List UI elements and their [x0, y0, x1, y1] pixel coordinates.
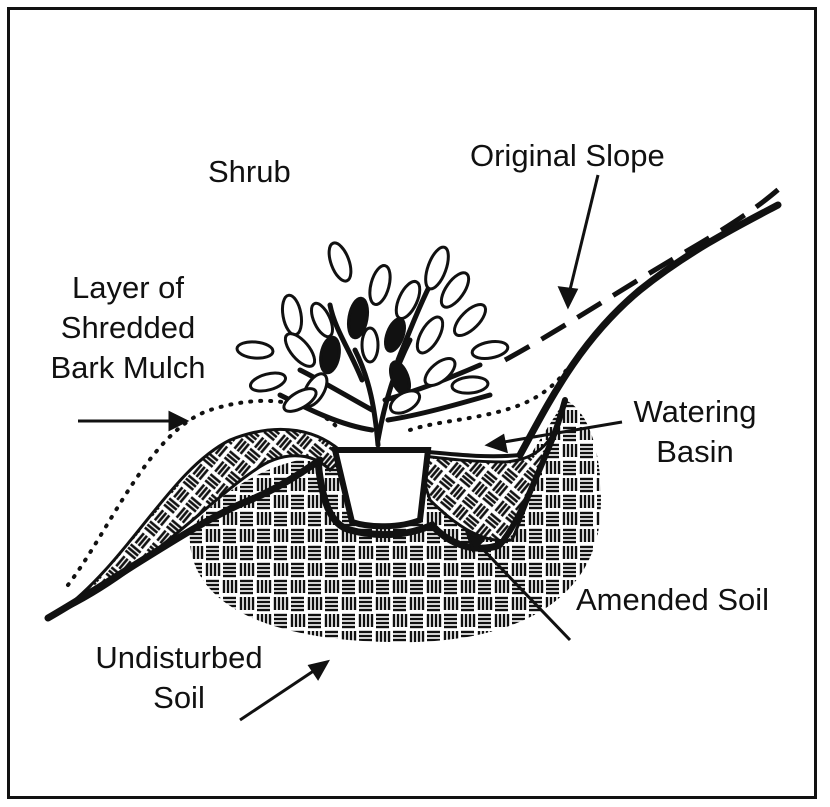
label-undisturbed-line1: Undisturbed — [70, 638, 288, 678]
label-watering-line2: Basin — [620, 432, 770, 472]
label-undisturbed-line2: Soil — [70, 678, 288, 718]
original-slope-arrow — [568, 175, 598, 298]
label-watering-line1: Watering — [620, 392, 770, 432]
root-ball — [335, 450, 428, 526]
label-mulch-line3: Bark Mulch — [28, 348, 228, 388]
label-shrub: Shrub — [208, 152, 291, 192]
label-watering-basin: Watering Basin — [620, 392, 770, 472]
label-original-slope: Original Slope — [470, 136, 665, 176]
label-amended-soil: Amended Soil — [576, 580, 769, 620]
label-mulch-line1: Layer of — [28, 268, 228, 308]
label-mulch: Layer of Shredded Bark Mulch — [28, 268, 228, 388]
label-mulch-line2: Shredded — [28, 308, 228, 348]
shrub-leaves — [236, 240, 509, 418]
label-undisturbed-soil: Undisturbed Soil — [70, 638, 288, 718]
original-slope-line — [505, 188, 780, 360]
